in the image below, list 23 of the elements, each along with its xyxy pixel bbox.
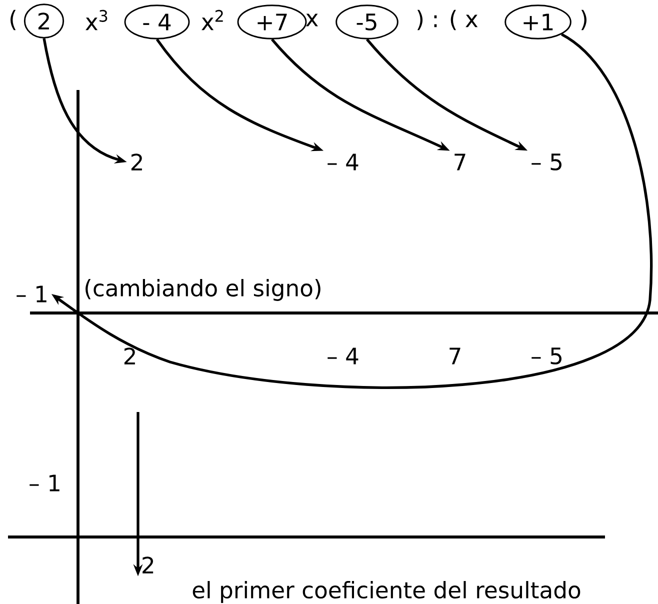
coefficient: – 5 [532, 154, 562, 170]
coefficient: 2 [142, 556, 154, 574]
coefficient: – 1 [30, 474, 60, 492]
coefficient: 2 [131, 154, 142, 170]
circled-coefficient: -5 [336, 4, 398, 40]
circled-coefficient: 2 [24, 4, 64, 38]
coefficient: 2 [124, 348, 135, 364]
note-text: el primer coeficiente del resultado [192, 581, 580, 603]
polynomial-text: x$^{3}$ [86, 10, 108, 30]
coefficient: – 4 [328, 154, 358, 170]
polynomial-text: x [306, 14, 318, 26]
circled-coefficient: +7 [237, 4, 307, 40]
note-text: (cambiando el signo) [86, 279, 320, 301]
coefficient: – 1 [16, 286, 46, 302]
circled-coefficient: +1 [504, 4, 572, 40]
polynomial-text: ) [581, 10, 586, 30]
polynomial-text: x$^{2}$ [202, 10, 223, 30]
coefficient: 7 [454, 154, 466, 170]
coefficient: – 4 [328, 348, 358, 364]
coefficient: – 5 [532, 348, 562, 364]
circled-coefficient: - 4 [124, 4, 190, 40]
coefficient: 7 [450, 348, 460, 364]
polynomial-text: ) : ( x [417, 10, 478, 30]
